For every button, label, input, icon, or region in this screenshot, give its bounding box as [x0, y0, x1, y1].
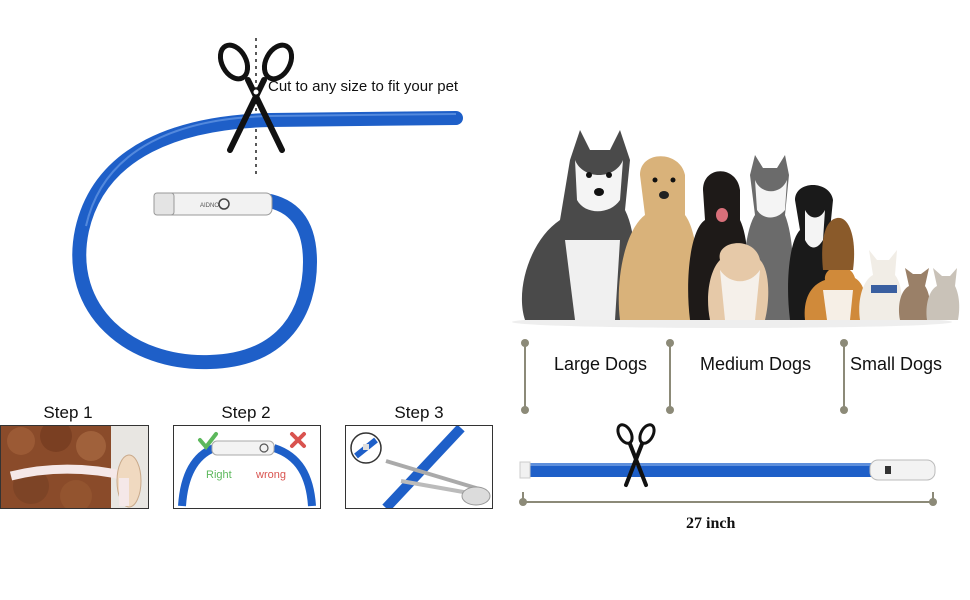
dog-corgi	[804, 266, 866, 320]
step-2-panel: Right wrong	[173, 425, 321, 509]
dogs-group-photo	[512, 130, 960, 328]
cut-caption: Cut to any size to fit your pet	[268, 78, 459, 95]
length-label: 27 inch	[686, 515, 736, 532]
straight-collar-illustration	[519, 423, 937, 506]
scissors-icon	[217, 42, 295, 153]
dog-golden	[618, 156, 698, 320]
cat	[926, 268, 960, 320]
step-3-illustration	[350, 426, 491, 508]
dog-yorkie	[899, 268, 931, 320]
step-3-panel	[345, 425, 493, 509]
category-small-dogs: Small Dogs	[850, 354, 943, 374]
step-2-illustration	[178, 432, 316, 507]
category-dividers	[521, 339, 848, 414]
dog-husky-large	[521, 130, 635, 320]
collar-coil-illustration: AIDNO	[72, 38, 463, 370]
step-1-illustration	[1, 426, 148, 508]
dog-french-bulldog	[859, 250, 902, 320]
step-1-label: Step 1	[43, 403, 93, 422]
category-medium-dogs: Medium Dogs	[700, 354, 812, 374]
dog-bulldog	[708, 243, 769, 320]
svg-text:AIDNO: AIDNO	[200, 203, 219, 209]
step-2-label: Step 2	[221, 403, 271, 422]
wrong-label: wrong	[256, 469, 286, 481]
check-icon	[198, 432, 218, 451]
step-3-label: Step 3	[394, 403, 444, 422]
right-label: Right	[206, 469, 232, 481]
step-1-panel	[0, 425, 149, 509]
category-large-dogs: Large Dogs	[554, 354, 648, 374]
dog-beagle	[822, 217, 855, 270]
cross-icon	[290, 432, 306, 448]
scissors-icon	[616, 423, 656, 487]
